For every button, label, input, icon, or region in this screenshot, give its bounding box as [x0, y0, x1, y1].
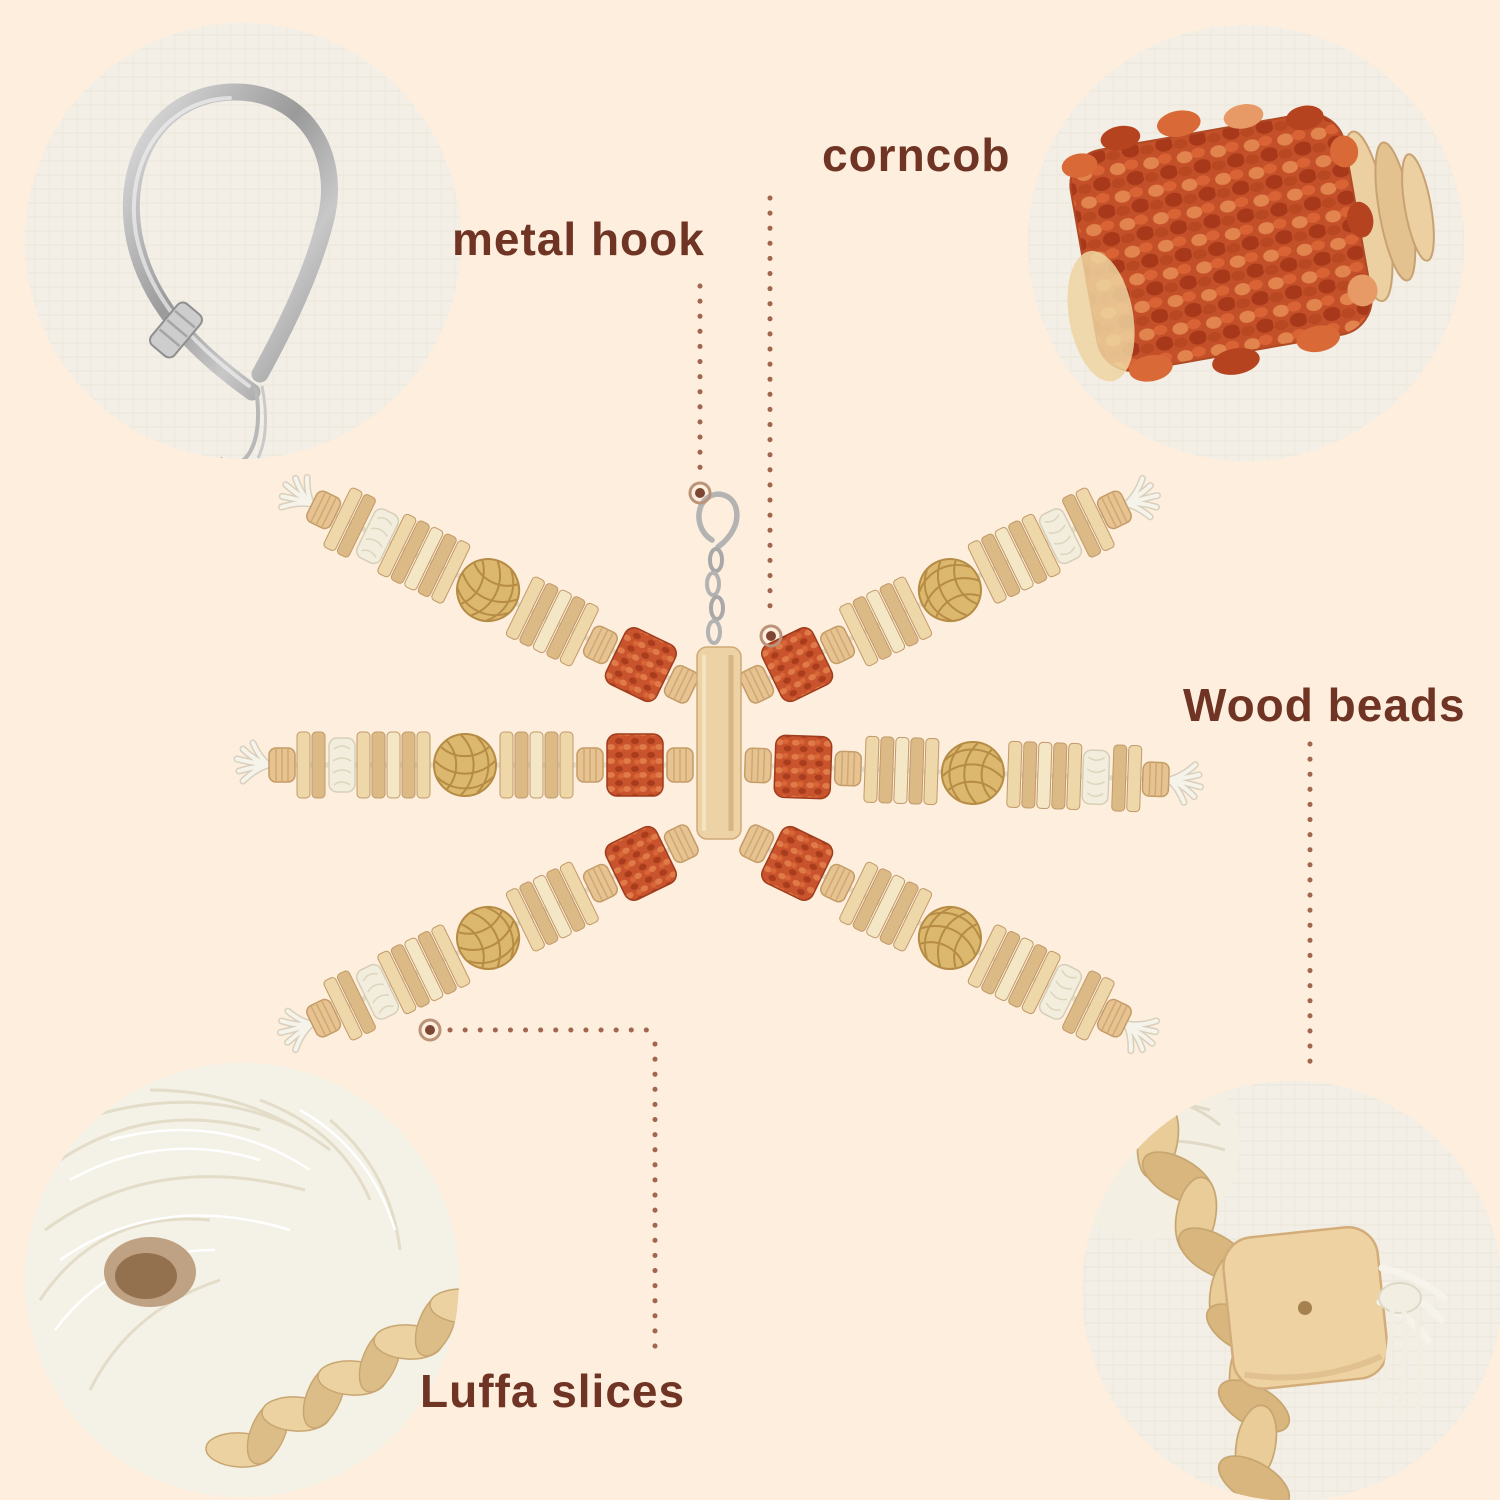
- corncob-closeup-photo: [1028, 25, 1464, 461]
- metal-hook-closeup-photo: [25, 23, 461, 459]
- screw-lock: [149, 301, 203, 359]
- label-corncob: corncob: [822, 129, 1011, 181]
- label-metal-hook: metal hook: [452, 213, 705, 265]
- center-dowel: [696, 646, 742, 840]
- wood-bead-cube: [1222, 1225, 1389, 1390]
- wood-beads-closeup-photo: [1082, 1081, 1500, 1500]
- hanging-hook-and-chain: [696, 491, 740, 645]
- cotton-rope: [1375, 1264, 1448, 1415]
- product-photo: [237, 460, 1202, 1067]
- label-wood-beads: Wood beads: [1183, 679, 1466, 731]
- luffa-closeup-photo: [25, 1063, 459, 1497]
- leader-endpoints: [418, 481, 783, 1042]
- label-luffa-slices: Luffa slices: [420, 1365, 686, 1417]
